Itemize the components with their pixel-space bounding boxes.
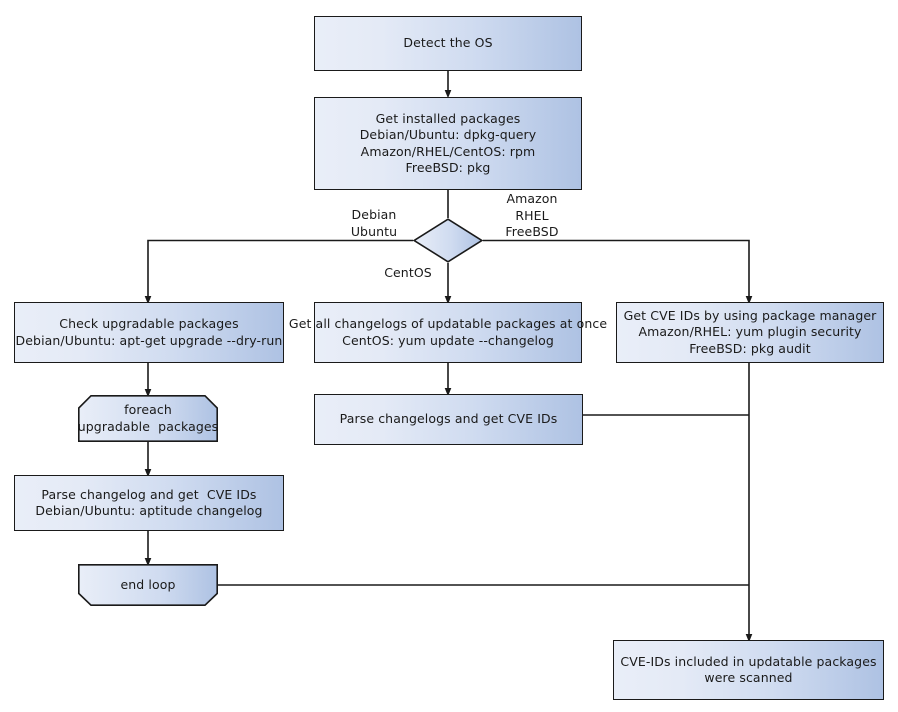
node-parse-changelogs-multi[interactable]: Parse changelogs and get CVE IDs	[314, 394, 583, 445]
node-foreach-loop-start[interactable]: foreach upgradable packages	[78, 395, 218, 442]
node-foreach-loop-start-label: foreach upgradable packages	[77, 402, 219, 434]
node-detect-os[interactable]: Detect the OS	[314, 16, 582, 71]
loop-end-shape	[78, 564, 218, 606]
edge-label-debian-ubuntu: Debian Ubuntu	[350, 207, 398, 239]
node-parse-changelog-single[interactable]: Parse changelog and get CVE IDs Debian/U…	[14, 475, 284, 531]
node-parse-changelog-single-label: Parse changelog and get CVE IDs Debian/U…	[35, 486, 263, 519]
diamond-shape	[413, 218, 483, 263]
edge-decision-right	[483, 239, 753, 305]
loop-start-shape	[78, 395, 218, 442]
node-check-upgradable-label: Check upgradable packages Debian/Ubuntu:…	[15, 316, 283, 348]
edge-label-centos: CentOS	[384, 265, 432, 280]
node-get-all-changelogs[interactable]: Get all changelogs of updatable packages…	[289, 302, 607, 363]
node-end-loop[interactable]: end loop	[78, 564, 218, 606]
node-os-decision[interactable]	[413, 218, 483, 263]
edge-label-amazon-rhel-freebsd: Amazon RHEL FreeBSD	[505, 191, 559, 239]
node-check-upgradable[interactable]: Check upgradable packages Debian/Ubuntu:…	[14, 302, 284, 363]
node-get-all-changelogs-label: Get all changelogs of updatable packages…	[288, 316, 608, 348]
node-scanned-result-label: CVE-IDs included in updatable packages w…	[620, 653, 877, 686]
node-get-cve-ids-pkgmgr[interactable]: Get CVE IDs by using package manager Ama…	[616, 302, 884, 363]
node-parse-changelogs-multi-label: Parse changelogs and get CVE IDs	[339, 411, 558, 427]
edge-decision-left	[144, 239, 413, 305]
node-get-installed-packages[interactable]: Get installed packages Debian/Ubuntu: dp…	[314, 97, 582, 190]
node-get-cve-ids-pkgmgr-label: Get CVE IDs by using package manager Ama…	[623, 307, 877, 356]
node-end-loop-label: end loop	[120, 576, 176, 592]
node-get-installed-packages-label: Get installed packages Debian/Ubuntu: dp…	[359, 110, 537, 176]
node-detect-os-label: Detect the OS	[403, 35, 493, 51]
node-scanned-result[interactable]: CVE-IDs included in updatable packages w…	[613, 640, 884, 700]
